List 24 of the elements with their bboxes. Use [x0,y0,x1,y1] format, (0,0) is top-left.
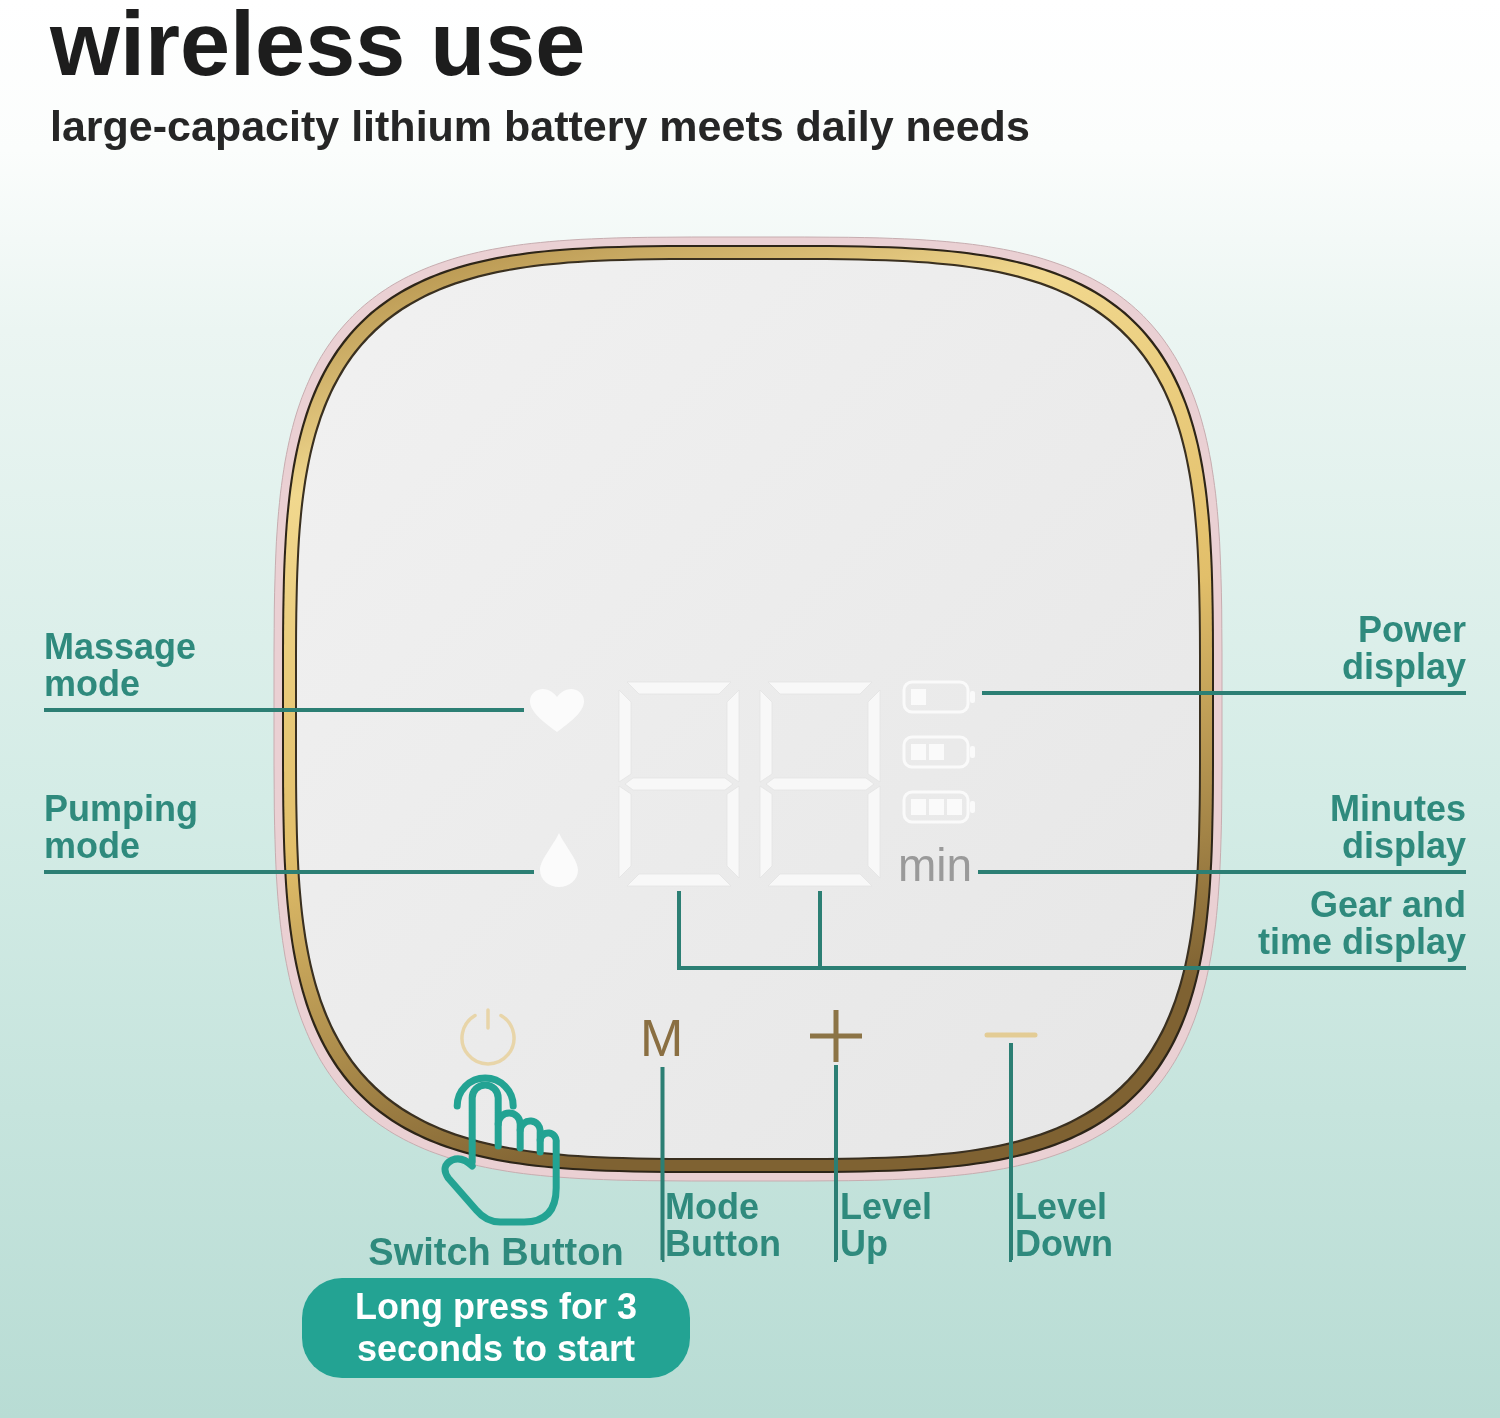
leader-line [978,870,1468,874]
leader-line [660,1067,665,1262]
callout-label: Level Down [1015,1188,1114,1262]
instruction-pill: Long press for 3 seconds to start [302,1278,690,1378]
leader-line [42,708,524,712]
unit-label: min [898,842,974,888]
plus-icon [810,1010,862,1062]
leader-line [42,870,534,874]
callout-label: Gear and time display [1256,886,1466,960]
leader-line [982,691,1468,695]
minus-icon [984,1030,1038,1040]
title: wireless use [50,0,586,89]
callout-label: Massage mode [44,628,198,702]
callout-label: Switch Button [368,1232,624,1272]
callout-label: Mode Button [665,1188,782,1262]
callout-label: Minutes display [1328,790,1466,864]
leader-line [834,1065,839,1262]
subtitle: large-capacity lithium battery meets daily needs [50,105,1030,148]
callout-label: Level Up [840,1188,934,1262]
callout-label: Power display [1340,611,1466,685]
leader-line [677,889,1468,970]
callout-label: Pumping mode [44,790,199,864]
leader-line [1009,1043,1014,1262]
button-letter: M [640,1012,685,1064]
